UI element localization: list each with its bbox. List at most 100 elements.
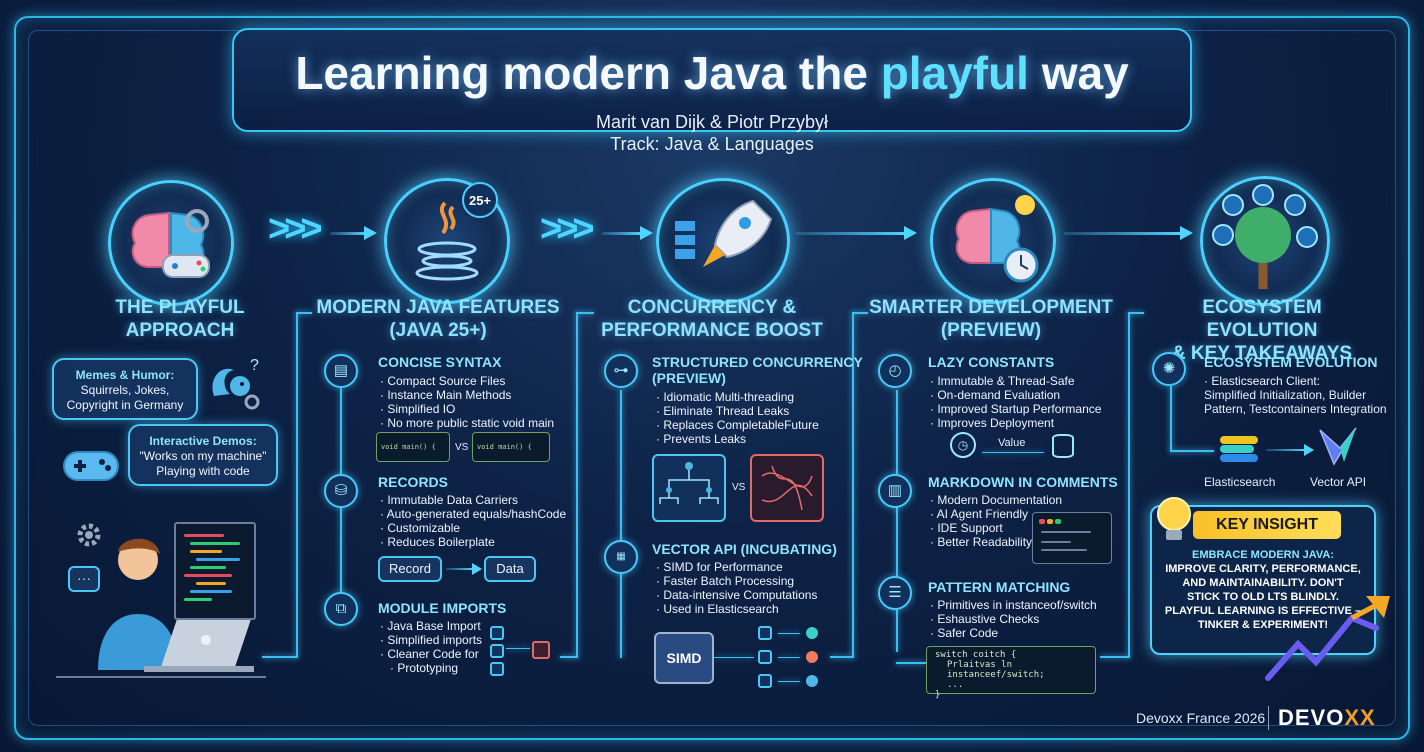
module-target bbox=[532, 641, 550, 659]
markdown-list: Modern Documentation AI Agent Friendly I… bbox=[930, 493, 1062, 549]
desk-line bbox=[56, 676, 266, 678]
demos-bubble-heading: Interactive Demos: bbox=[149, 434, 257, 448]
svg-text:?: ? bbox=[250, 357, 259, 374]
vector-item: Data-intensive Computations bbox=[656, 588, 817, 602]
structured-item: Idiomatic Multi-threading bbox=[656, 390, 819, 404]
pattern-link bbox=[896, 662, 926, 664]
pattern-title: PATTERN MATCHING bbox=[928, 579, 1071, 595]
devoxx-logo: DEVOXX bbox=[1278, 705, 1376, 731]
records-item: Reduces Boilerplate bbox=[380, 535, 566, 549]
code-sample-right: void main() { bbox=[472, 432, 550, 462]
data-box: Data bbox=[484, 556, 536, 582]
vector-dot bbox=[806, 675, 818, 687]
insight-line: TINKER & EXPERIMENT! bbox=[1197, 619, 1329, 631]
lazy-title: LAZY CONSTANTS bbox=[928, 354, 1055, 370]
arrow-2-head bbox=[640, 226, 653, 240]
col-title-smarter-line2: (PREVIEW) bbox=[940, 320, 1042, 341]
col-title-modern-line2: (JAVA 25+) bbox=[389, 320, 487, 341]
markdown-item: IDE Support bbox=[930, 521, 1062, 535]
lazy-item: Improves Deployment bbox=[930, 416, 1101, 430]
lightbulb-icon bbox=[1154, 494, 1194, 548]
evolution-item: Elasticsearch Client: bbox=[1204, 374, 1320, 388]
evolution-detail-line: Simplified Initialization, Builder bbox=[1204, 388, 1367, 402]
rocket-icon bbox=[656, 178, 790, 304]
connector-1-foot bbox=[262, 656, 298, 658]
modules-icon: ⧉ bbox=[324, 592, 358, 626]
code-monitor bbox=[174, 522, 256, 620]
vector-square bbox=[758, 650, 772, 664]
page-title: Learning modern Java the playful way bbox=[0, 46, 1424, 100]
vector-item: SIMD for Performance bbox=[656, 560, 817, 574]
arrow-4-head bbox=[1180, 226, 1193, 240]
markdown-item: Modern Documentation bbox=[930, 493, 1062, 507]
connector-4 bbox=[1128, 312, 1130, 658]
col-title-ecosystem-line2: & KEY TAKEAWAYS bbox=[1171, 343, 1353, 364]
title-suffix: way bbox=[1028, 47, 1129, 99]
vector-api-label: Vector API bbox=[1310, 475, 1367, 489]
pattern-list: Primitives in instanceof/switch Eshausti… bbox=[930, 598, 1097, 640]
window-icon: ▤ bbox=[324, 354, 358, 388]
database-lock-icon: ⛁ bbox=[324, 474, 358, 508]
lazy-list: Immutable & Thread-Safe On-demand Evalua… bbox=[930, 374, 1101, 430]
col-title-ecosystem-line1: ECOSYSTEM EVOLUTION bbox=[1202, 297, 1322, 341]
modules-title: MODULE IMPORTS bbox=[378, 600, 507, 616]
chevrons-arrow-1: >>> bbox=[268, 208, 323, 250]
records-title: RECORDS bbox=[378, 474, 449, 490]
evolution-title: ECOSYSTEM EVOLUTION bbox=[1204, 354, 1378, 370]
demos-bubble-line1: "Works on my machine" bbox=[139, 449, 267, 463]
vector-link bbox=[778, 657, 800, 658]
title-accent: playful bbox=[880, 47, 1029, 99]
insight-text: EMBRACE MODERN JAVA: IMPROVE CLARITY, PE… bbox=[1158, 548, 1368, 632]
evolution-list: Elasticsearch Client: bbox=[1204, 374, 1320, 388]
es-to-vector-line bbox=[1266, 449, 1306, 451]
syntax-item: Compact Source Files bbox=[380, 374, 554, 388]
devoxx-logo-a: DEVO bbox=[1278, 705, 1345, 730]
record-to-data-head bbox=[472, 563, 482, 575]
squirrel-icon: ? bbox=[206, 356, 260, 410]
col-title-modern-line1: MODERN JAVA FEATURES bbox=[316, 297, 560, 318]
syntax-title: CONCISE SYNTAX bbox=[378, 354, 502, 370]
gear-icon bbox=[74, 520, 104, 550]
markdown-item: AI Agent Friendly bbox=[930, 507, 1062, 521]
simd-chip: SIMD bbox=[654, 632, 714, 684]
developer-laptop-illustration bbox=[90, 530, 260, 680]
demos-bubble-line2: Playing with code bbox=[156, 464, 250, 478]
vector-square bbox=[758, 626, 772, 640]
es-to-vector-head bbox=[1304, 444, 1314, 456]
vector-title: VECTOR API (INCUBATING) bbox=[652, 541, 837, 557]
syntax-item: No more public static void main bbox=[380, 416, 554, 430]
structured-title: STRUCTURED CONCURRENCY (PREVIEW) bbox=[652, 354, 863, 386]
connector-2 bbox=[576, 312, 578, 658]
arrow-3-head bbox=[904, 226, 917, 240]
connector-2-foot bbox=[560, 656, 578, 658]
pattern-item: Safer Code bbox=[930, 626, 1097, 640]
col-title-ecosystem: ECOSYSTEM EVOLUTION & KEY TAKEAWAYS bbox=[1146, 296, 1378, 365]
record-box: Record bbox=[378, 556, 442, 582]
arrow-1-head bbox=[364, 226, 377, 240]
memes-bubble: Memes & Humor: Squirrels, Jokes, Copyrig… bbox=[52, 358, 198, 420]
modules-item: Simplified imports bbox=[380, 633, 482, 647]
col-title-concurrency-line1: CONCURRENCY & bbox=[627, 297, 797, 318]
vector-dot bbox=[806, 627, 818, 639]
connector-1 bbox=[296, 312, 298, 658]
code-sample-left: void main() { bbox=[376, 432, 450, 462]
document-icon: ▥ bbox=[878, 474, 912, 508]
syntax-vs: VS bbox=[455, 442, 469, 453]
brain-gamepad-icon bbox=[108, 180, 234, 306]
lazy-item: Immutable & Thread-Safe bbox=[930, 374, 1101, 388]
col-title-concurrency-line2: PERFORMANCE BOOST bbox=[601, 320, 823, 341]
module-link bbox=[506, 648, 530, 649]
vector-item: Faster Batch Processing bbox=[656, 574, 817, 588]
clock-icon: ◷ bbox=[950, 432, 976, 458]
col-title-playful: THE PLAYFUL APPROACH bbox=[80, 296, 280, 342]
evolution-branch-foot bbox=[1170, 450, 1214, 452]
structured-item: Eliminate Thread Leaks bbox=[656, 404, 819, 418]
pattern-code: switch coitch { Prlaitvas ln instanceef/… bbox=[926, 646, 1096, 700]
connector-4-foot bbox=[1100, 656, 1130, 658]
structured-item: Replaces CompletableFuture bbox=[656, 418, 818, 432]
col-title-playful-line1: THE PLAYFUL bbox=[115, 297, 245, 318]
smarter-timeline bbox=[896, 390, 898, 652]
evolution-detail-line: Pattern, Testcontainers Integration bbox=[1204, 402, 1387, 416]
syntax-item: Instance Main Methods bbox=[380, 388, 554, 402]
structured-item: Prevents Leaks bbox=[656, 432, 819, 446]
